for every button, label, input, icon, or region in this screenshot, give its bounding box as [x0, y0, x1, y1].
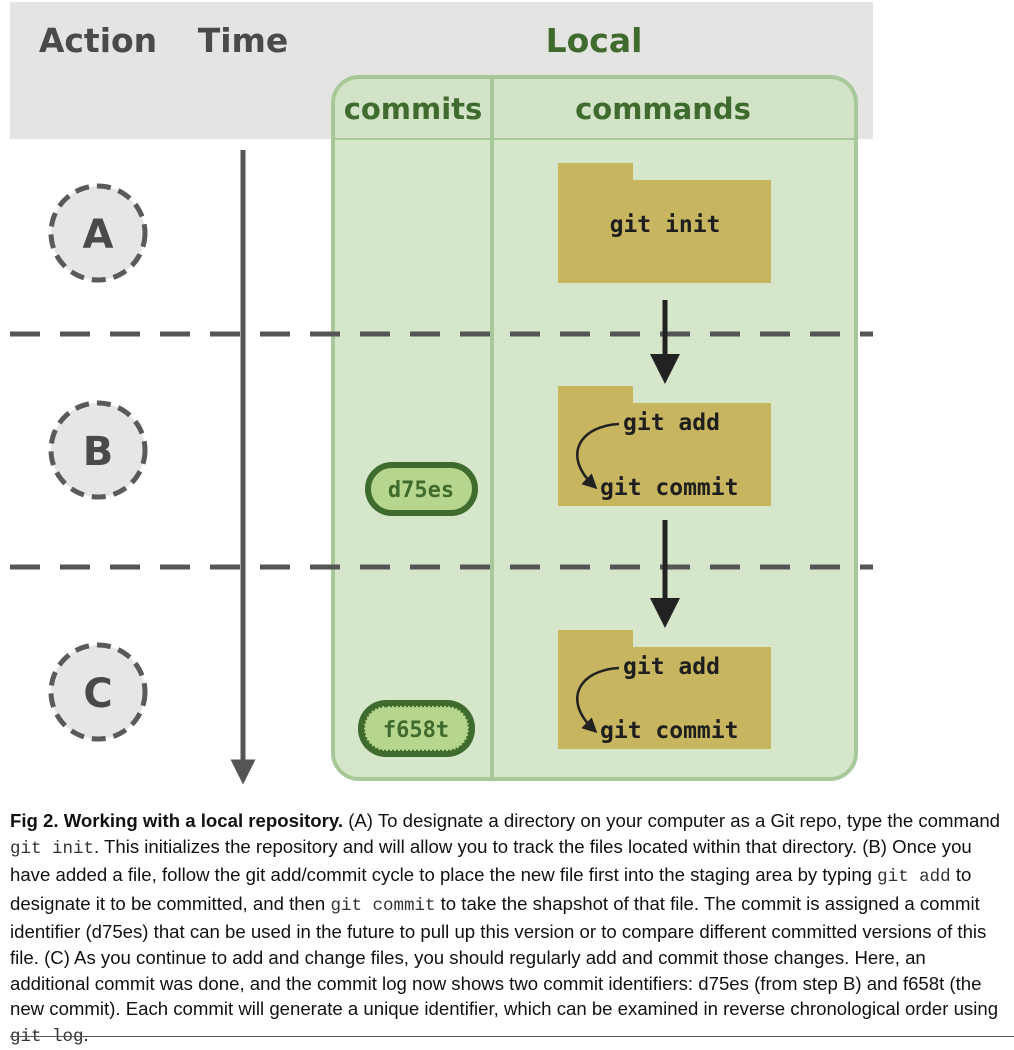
caption-text: .	[83, 1023, 89, 1045]
time-header: Time	[198, 21, 289, 60]
step-a-circle	[48, 183, 148, 283]
caption-text: to designate it to be committed, and the…	[10, 864, 972, 914]
commit-d75es-label: d75es	[388, 478, 454, 503]
step-c-label: C	[83, 671, 112, 717]
step-c-cycle-arrow	[576, 666, 620, 734]
commit-d75es-badge	[365, 462, 478, 516]
caption-text: (A) To designate a directory on your com…	[343, 810, 1000, 831]
step-c-command-add: git add	[623, 654, 720, 680]
step-b-circle	[48, 400, 148, 500]
caption-code-git-add: git add	[877, 867, 951, 888]
caption-code-git-commit: git commit	[330, 895, 436, 916]
folder-b-icon	[558, 386, 771, 506]
action-header: Action	[39, 21, 157, 60]
step-b-cycle-arrow	[576, 422, 620, 490]
caption-text: . This initializes the repository and wi…	[10, 835, 972, 886]
step-a-command: git init	[610, 212, 721, 238]
commands-header: commands	[575, 92, 751, 126]
step-b-command-add: git add	[623, 410, 720, 436]
caption-text: to take the shapshot of that file. The c…	[10, 892, 999, 1020]
bottom-rule	[10, 1036, 1014, 1037]
step-b-label: B	[83, 429, 114, 475]
caption-title: Fig 2. Working with a local repository.	[10, 810, 344, 831]
step-c-command-commit: git commit	[600, 718, 738, 744]
commit-f658t-inner	[362, 704, 471, 753]
folder-c-icon	[558, 630, 771, 749]
step-b-command-commit: git commit	[600, 475, 738, 501]
commits-header: commits	[344, 92, 483, 126]
step-c-circle	[48, 642, 148, 742]
local-header: Local	[546, 21, 643, 60]
figure-caption: Fig 2. Working with a local repository. …	[10, 808, 1010, 1050]
folder-a-icon	[558, 163, 771, 283]
caption-code-git-init: git init	[10, 838, 95, 859]
git-local-workflow-diagram: Action Time Local commits commands A B C…	[10, 2, 873, 785]
step-a-label: A	[83, 212, 114, 258]
commit-f658t-label: f658t	[383, 718, 449, 743]
